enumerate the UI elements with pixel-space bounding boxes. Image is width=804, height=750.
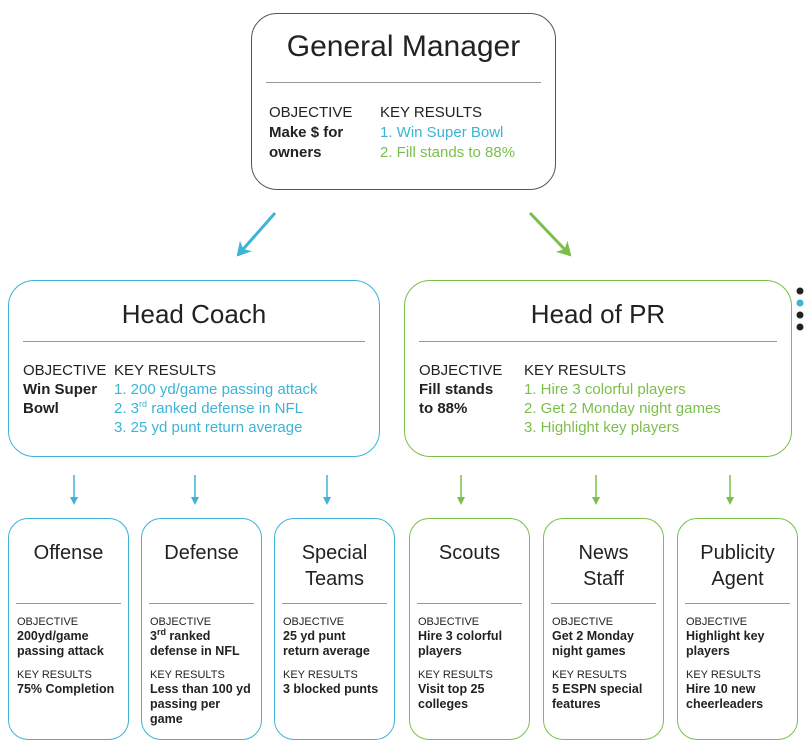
coach-objective-line2: Bowl bbox=[23, 400, 59, 417]
coach-kr-label: KEY RESULTS bbox=[114, 362, 216, 379]
arrow-gm-to-coach bbox=[236, 212, 277, 257]
coach-objective-line1: Win Super bbox=[23, 381, 98, 398]
offense-box: Offense OBJECTIVE 200yd/game passing att… bbox=[8, 518, 129, 740]
special-teams-title-line1: Special bbox=[301, 542, 368, 564]
dot-icon bbox=[796, 323, 804, 331]
special-teams-title-line2: Teams bbox=[305, 568, 364, 590]
gm-objective-line2: owners bbox=[269, 144, 322, 161]
news-staff-title-line1: News bbox=[578, 542, 629, 564]
pr-kr-label: KEY RESULTS bbox=[524, 362, 626, 379]
coach-objective-label: OBJECTIVE bbox=[23, 362, 107, 379]
scouts-box: Scouts OBJECTIVE Hire 3 colorful players… bbox=[409, 518, 530, 740]
pr-kr-3: 3. Highlight key players bbox=[524, 419, 680, 436]
pr-kr-1: 1. Hire 3 colorful players bbox=[524, 381, 686, 398]
pr-objective-line2: to 88% bbox=[419, 400, 468, 417]
news-staff-title-line2: Staff bbox=[583, 568, 624, 590]
gm-kr-2: 2. Fill stands to 88% bbox=[380, 144, 516, 161]
gm-objective-label: OBJECTIVE bbox=[269, 104, 353, 121]
publicity-agent-box: Publicity Agent OBJECTIVE Highlight key … bbox=[677, 518, 798, 740]
scouts-title: Scouts bbox=[438, 542, 501, 564]
publicity-agent-title-line1: Publicity bbox=[700, 542, 775, 564]
coach-box: Head Coach OBJECTIVE Win Super Bowl KEY … bbox=[8, 280, 380, 457]
pr-objective-label: OBJECTIVE bbox=[419, 362, 503, 379]
arrow-gm-to-pr bbox=[528, 211, 572, 257]
dot-icon bbox=[796, 299, 804, 307]
gm-objective-line1: Make $ for bbox=[269, 124, 344, 141]
defense-box: Defense OBJECTIVE 3rd ranked defense in … bbox=[141, 518, 262, 740]
publicity-agent-title-line2: Agent bbox=[711, 568, 764, 590]
coach-kr-2: 2. 3rd ranked defense in NFL bbox=[114, 399, 303, 418]
gm-title: General Manager bbox=[286, 30, 521, 63]
offense-title: Offense bbox=[33, 542, 104, 564]
pr-box: Head of PR OBJECTIVE Fill stands to 88% … bbox=[404, 280, 792, 457]
dot-icon bbox=[796, 287, 804, 295]
gm-kr-1: 1. Win Super Bowl bbox=[380, 124, 504, 141]
special-teams-box: Special Teams OBJECTIVE 25 yd punt retur… bbox=[274, 518, 395, 740]
coach-kr-1: 1. 200 yd/game passing attack bbox=[114, 381, 318, 398]
pr-kr-2: 2. Get 2 Monday night games bbox=[524, 400, 721, 417]
gm-box: General Manager OBJECTIVE Make $ for own… bbox=[251, 13, 556, 190]
gm-kr-label: KEY RESULTS bbox=[380, 104, 482, 121]
news-staff-box: News Staff OBJECTIVE Get 2 Monday night … bbox=[543, 518, 664, 740]
pr-title: Head of PR bbox=[530, 299, 666, 329]
defense-title: Defense bbox=[164, 542, 239, 564]
coach-kr-3: 3. 25 yd punt return average bbox=[114, 419, 303, 436]
dot-icon bbox=[796, 311, 804, 319]
coach-title: Head Coach bbox=[121, 299, 267, 329]
pr-objective-line1: Fill stands bbox=[419, 381, 494, 398]
